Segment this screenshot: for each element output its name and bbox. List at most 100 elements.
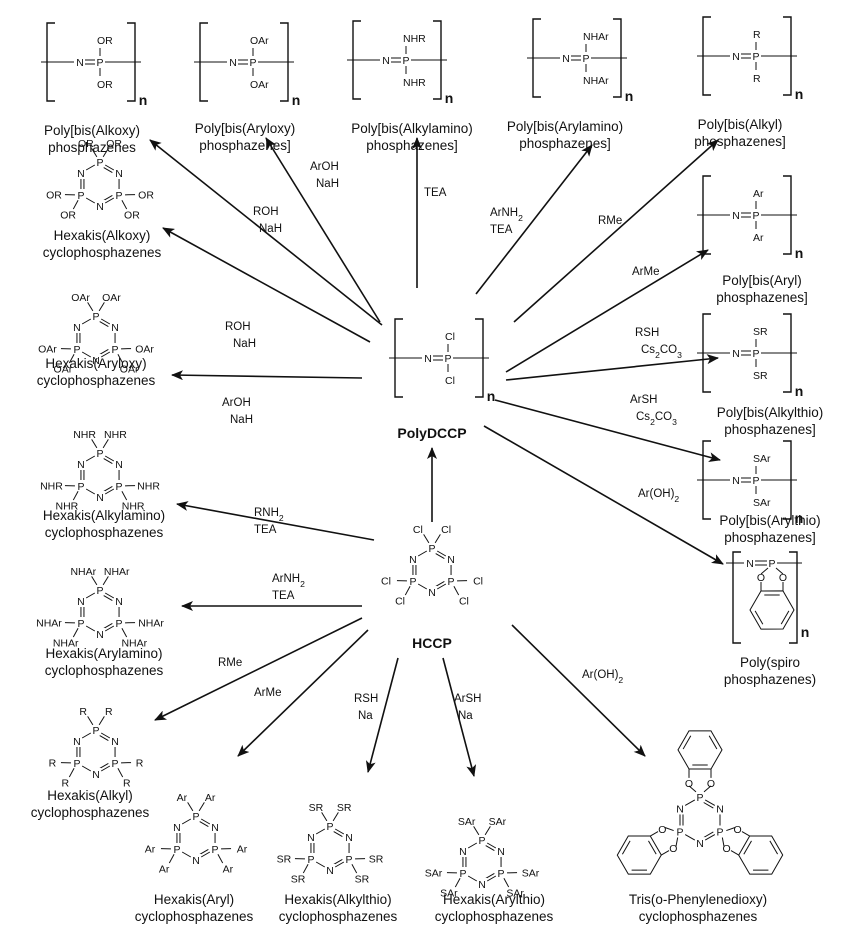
substituent-bottom: SR	[753, 370, 768, 382]
atom-bg	[75, 167, 86, 178]
arrow-to-poly-alkoxy	[149, 139, 383, 326]
atom-bg	[477, 834, 487, 845]
atom-n: N	[92, 355, 100, 367]
bond-line	[485, 845, 495, 852]
cyclic-name-label: cyclophosphazenes	[37, 373, 156, 388]
polymer-name-label: phosphazenes	[48, 140, 136, 155]
atom-bg	[191, 854, 201, 865]
reagent-label: ArMe	[254, 687, 281, 699]
bond-line	[117, 768, 124, 778]
reagent-label: ArMe	[632, 266, 659, 278]
atom-p: P	[92, 311, 99, 323]
bond-line	[743, 840, 752, 855]
atom-bg	[75, 595, 86, 606]
atom-bg	[210, 843, 221, 854]
atom-o: O	[685, 778, 693, 790]
atom-p: P	[96, 585, 103, 597]
bond-line	[103, 622, 113, 629]
bond-line	[121, 628, 128, 638]
substituent: Cl	[413, 524, 423, 536]
atom-bg	[114, 595, 125, 606]
reagent-label: NaH	[230, 414, 253, 426]
bond-line	[334, 861, 345, 868]
atom-n: N	[382, 55, 390, 67]
bond-line	[87, 716, 94, 726]
substituent: NHAr	[70, 566, 96, 578]
bond-line	[417, 583, 428, 590]
atom-n: N	[96, 201, 104, 213]
atom-n: N	[732, 51, 740, 63]
atom-bg	[75, 617, 86, 628]
atom-bg	[110, 343, 121, 354]
bond-line	[484, 826, 491, 836]
substituent: Cl	[459, 595, 469, 607]
substituent-top: Cl	[445, 331, 455, 343]
repeat-unit-n: n	[139, 92, 148, 108]
atom-bg	[114, 189, 125, 200]
atom-p: P	[716, 827, 723, 839]
atom-p: P	[459, 868, 466, 880]
arrow-to-poly-alkylthio	[505, 354, 719, 381]
atom-n: N	[77, 168, 85, 180]
bond-line	[98, 716, 105, 726]
substituent: SR	[309, 802, 324, 814]
bond-line	[703, 785, 712, 793]
atom-p: P	[212, 844, 219, 856]
arrow-to-poly-spiro	[483, 425, 724, 565]
repeat-unit-n: n	[625, 88, 634, 104]
substituent: NHR	[40, 480, 63, 492]
atom-o: O	[723, 843, 731, 855]
atom-bg	[71, 735, 82, 746]
atom-p: P	[346, 854, 353, 866]
atom-p: P	[307, 854, 314, 866]
atom-n: N	[732, 348, 740, 360]
bond-line	[741, 831, 751, 837]
substituent-top: OR	[97, 35, 113, 47]
bond-line	[436, 550, 447, 557]
atom-n: N	[424, 353, 432, 365]
bond-line	[217, 854, 224, 864]
reagent-label: Cs2CO3	[641, 344, 682, 360]
atom-n: N	[211, 822, 219, 834]
bond-line	[72, 628, 79, 638]
bond-line	[754, 610, 764, 625]
polymer-name-label: phosphazenes]	[199, 138, 291, 153]
bond-line	[121, 200, 128, 210]
repeat-unit-n: n	[445, 90, 454, 106]
bond-line	[85, 164, 96, 171]
atom-p: P	[73, 344, 80, 356]
bond-line	[99, 348, 109, 355]
substituent: OAr	[38, 343, 57, 355]
substituent: NHAr	[121, 637, 147, 649]
bond-line	[775, 567, 784, 575]
atom-p: P	[768, 558, 775, 570]
arrow-to-cyclo-alkylamino	[176, 501, 375, 541]
repeat-unit-n: n	[292, 92, 301, 108]
bond-line	[91, 576, 98, 586]
polymer-name-label: Poly[bis(Alkylamino)	[351, 121, 473, 136]
atom-bg	[95, 584, 105, 595]
bond-line	[199, 848, 209, 855]
bond-line	[302, 864, 309, 874]
atom-p: P	[696, 792, 703, 804]
atom-bg	[407, 575, 418, 586]
substituent-top: SR	[753, 326, 768, 338]
substituent: NHR	[104, 429, 127, 441]
bond-line	[703, 831, 714, 838]
bond-line	[102, 439, 109, 449]
atom-o: O	[757, 572, 765, 584]
atom-bg	[71, 343, 82, 354]
substituent: OAr	[71, 292, 90, 304]
substituent: SAr	[506, 887, 524, 899]
substituent: NHR	[122, 500, 145, 512]
atom-n: N	[96, 492, 104, 504]
bond-line	[104, 488, 115, 495]
arrow-to-poly-alkyl	[513, 139, 719, 323]
bond-line	[664, 827, 674, 832]
cyclic-name-label: Hexakis(Alkylthio)	[284, 892, 391, 907]
substituent: OR	[106, 138, 122, 150]
